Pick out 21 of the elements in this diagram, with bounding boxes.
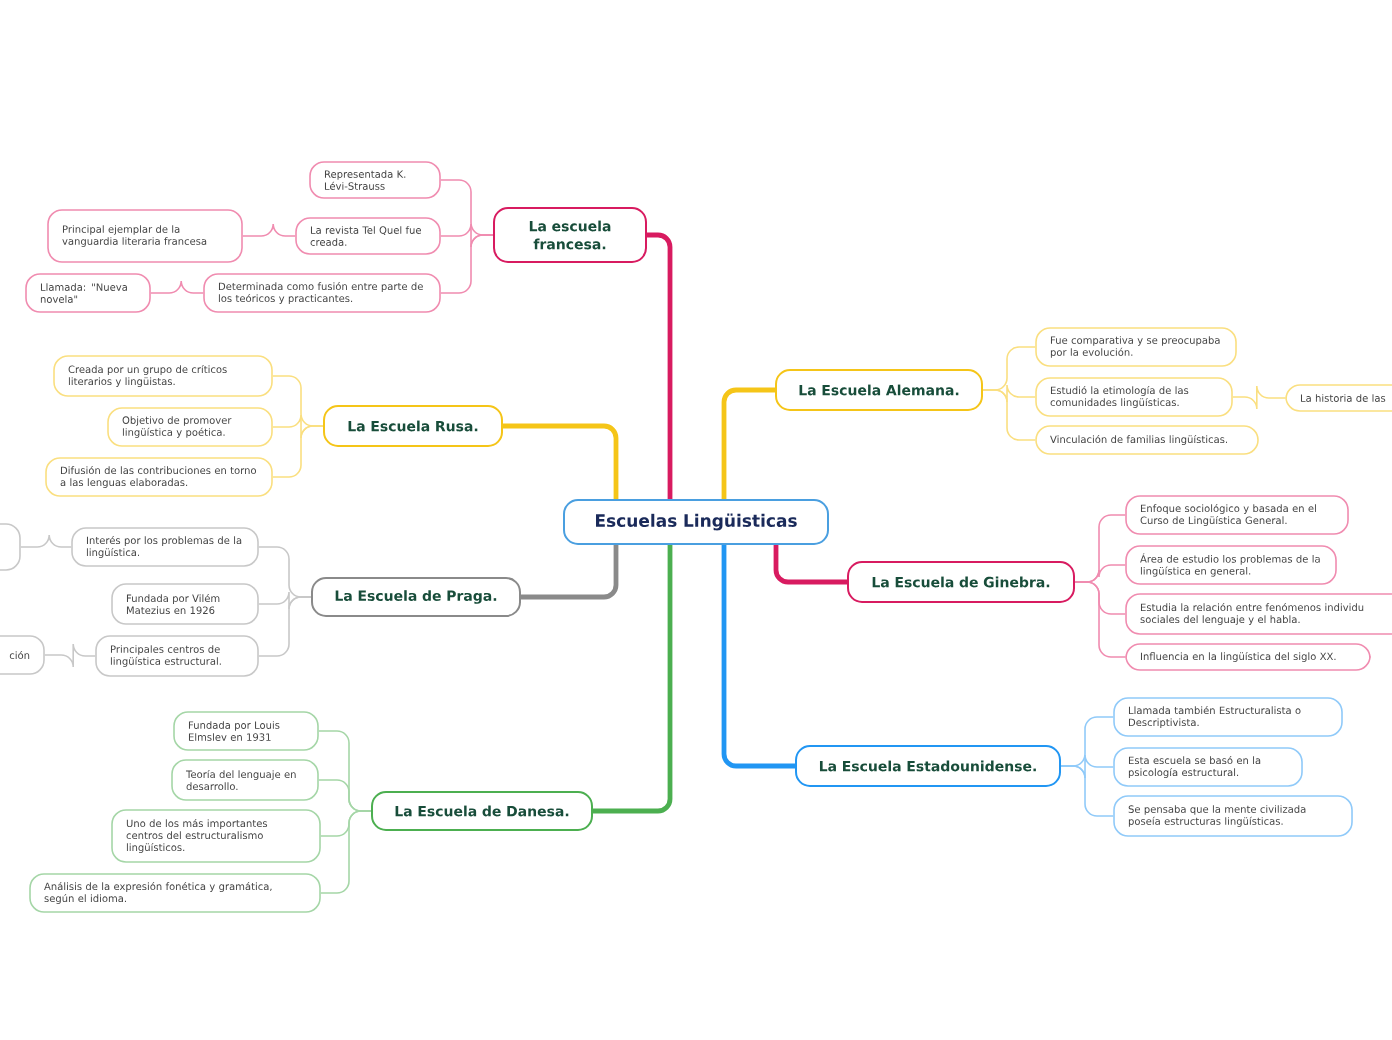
connector <box>320 810 372 894</box>
connector <box>272 425 324 478</box>
connector <box>44 643 96 668</box>
central-topic: Escuelas Lingüisticas <box>563 499 829 545</box>
connector <box>647 232 673 499</box>
connector <box>258 596 312 657</box>
connector <box>150 280 204 294</box>
connector <box>440 234 494 294</box>
connector <box>593 545 673 814</box>
connector <box>1060 765 1114 817</box>
connector <box>721 545 795 769</box>
connector <box>521 545 619 600</box>
connector <box>242 223 296 237</box>
connector <box>1074 581 1126 658</box>
connector <box>773 545 847 585</box>
empty-box <box>0 523 21 571</box>
connector <box>721 387 775 499</box>
connector <box>982 389 1036 441</box>
connector <box>20 534 72 548</box>
connector <box>503 423 619 499</box>
connector <box>1232 385 1286 410</box>
